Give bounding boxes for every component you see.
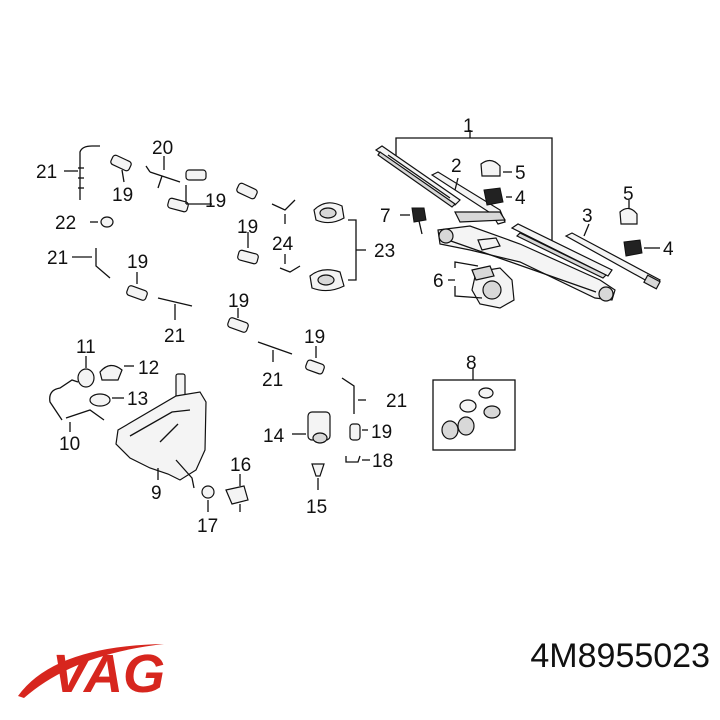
callout-15: 15 <box>306 497 327 518</box>
wiper-blade-left <box>374 145 461 208</box>
callout-19: 19 <box>127 252 148 273</box>
sensor-16 <box>225 474 249 512</box>
logo-swoosh <box>18 644 164 698</box>
callout-13: 13 <box>127 389 148 410</box>
grommet-17 <box>201 485 215 512</box>
callout-19: 19 <box>371 422 392 443</box>
wiper-arm-left <box>430 171 507 225</box>
wiper-motor <box>471 265 515 309</box>
callout-23: 23 <box>374 241 395 262</box>
callout-9: 9 <box>151 483 162 504</box>
filler-hose-10 <box>49 379 105 432</box>
callout-12: 12 <box>138 358 159 379</box>
callout-1: 1 <box>463 116 474 137</box>
callout-24: 24 <box>272 234 294 255</box>
wiper-arm-right <box>564 232 661 290</box>
vag-logo: VAG <box>18 644 164 704</box>
callout-numbers: 1 2 3 4 4 5 5 6 7 8 9 10 11 12 13 14 15 … <box>36 116 674 537</box>
callout-4: 4 <box>515 188 526 209</box>
callout-10: 10 <box>59 434 80 455</box>
callout-18: 18 <box>372 451 393 472</box>
callout-4: 4 <box>663 239 674 260</box>
callout-21: 21 <box>47 248 68 269</box>
callout-19: 19 <box>112 185 133 206</box>
callout-14: 14 <box>263 426 285 447</box>
callout-21: 21 <box>164 326 185 347</box>
grommet-15 <box>311 463 325 490</box>
callout-5: 5 <box>623 184 634 205</box>
bolt-7 <box>411 207 427 235</box>
callout-21: 21 <box>262 370 283 391</box>
wiper-linkage <box>437 225 616 302</box>
wiper-blade-right <box>510 223 613 279</box>
callout-16: 16 <box>230 455 251 476</box>
cap-5-left <box>480 159 501 177</box>
callout-19: 19 <box>304 327 325 348</box>
callout-17: 17 <box>197 516 218 537</box>
washer-pump <box>292 411 331 444</box>
nut-4-left <box>483 187 504 206</box>
bushing-kit <box>432 368 516 451</box>
callout-21: 21 <box>386 391 407 412</box>
callout-20: 20 <box>152 138 173 159</box>
seal-12 <box>99 364 134 381</box>
washer-nozzle-upper <box>313 202 345 224</box>
callout-22: 22 <box>55 213 76 234</box>
wiper-assembly <box>374 130 661 309</box>
hoses-and-connectors <box>64 145 370 463</box>
washer-nozzle-lower <box>309 269 345 292</box>
callout-8: 8 <box>466 353 477 374</box>
washer-reservoir <box>115 373 207 489</box>
cap-11 <box>77 356 95 388</box>
callout-19: 19 <box>205 191 226 212</box>
callout-5: 5 <box>515 163 526 184</box>
part-number: 4M8955023 <box>530 637 710 675</box>
clamp-13 <box>89 393 124 407</box>
callout-7: 7 <box>380 206 391 227</box>
callout-21: 21 <box>36 162 57 183</box>
callout-2: 2 <box>451 156 462 177</box>
cap-5-right <box>619 207 638 225</box>
callout-19: 19 <box>237 217 258 238</box>
callout-11: 11 <box>76 337 96 358</box>
logo-text: VAG <box>52 644 164 704</box>
callout-19: 19 <box>228 291 249 312</box>
callout-3: 3 <box>582 206 593 227</box>
callout-6: 6 <box>433 271 444 292</box>
nut-4-right <box>623 239 643 257</box>
